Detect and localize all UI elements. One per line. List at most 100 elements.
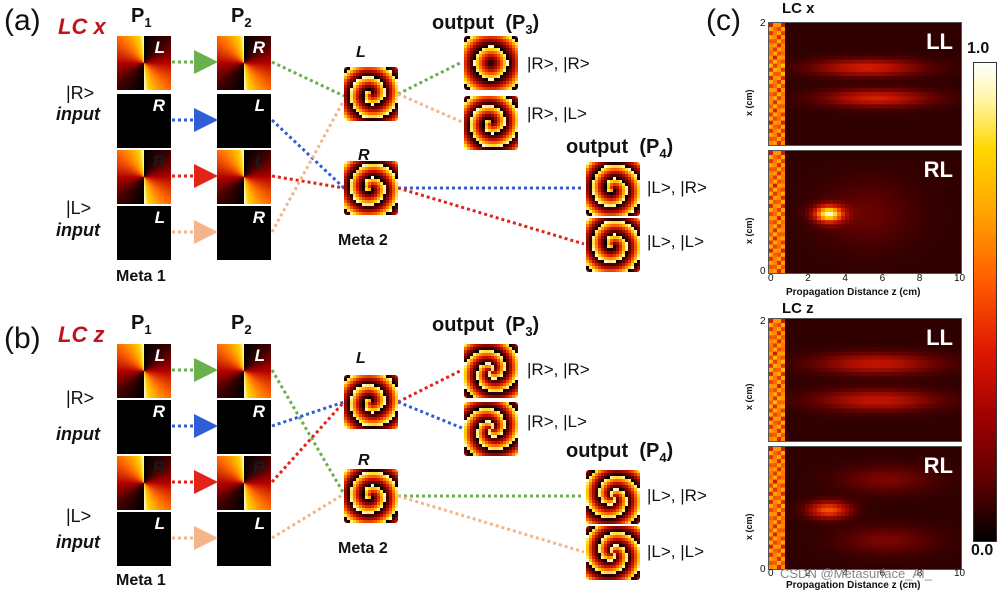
heat-pixel — [889, 120, 894, 126]
spiral-pixel — [494, 417, 498, 421]
spiral-pixel — [619, 213, 623, 216]
heat-pixel — [805, 31, 810, 36]
spiral-pixel — [494, 138, 498, 142]
spiral-pixel — [515, 405, 518, 409]
spiral-pixel — [356, 194, 360, 198]
spiral-pixel — [386, 496, 390, 500]
spiral-pixel — [479, 147, 483, 150]
spiral-pixel — [470, 444, 474, 448]
spiral-pixel — [589, 565, 593, 569]
spiral-pixel — [464, 420, 468, 424]
heat-pixel — [769, 124, 774, 130]
spiral-pixel — [470, 377, 474, 381]
heat-pixel — [893, 31, 898, 36]
spiral-pixel — [512, 81, 516, 85]
spiral-pixel — [586, 500, 590, 504]
spiral-pixel — [598, 509, 602, 513]
spiral-pixel — [359, 167, 363, 171]
spiral-pixel — [622, 544, 626, 548]
spiral-pixel — [616, 183, 620, 187]
heat-pixel — [901, 79, 906, 85]
spiral-pixel — [377, 405, 381, 409]
heat-pixel — [789, 67, 794, 73]
spiral-pixel — [380, 112, 384, 116]
heat-pixel — [813, 84, 818, 89]
heat-pixel — [857, 84, 862, 89]
spiral-pixel — [506, 374, 510, 378]
spiral-pixel — [392, 200, 396, 204]
spiral-pixel — [625, 529, 629, 533]
spiral-pixel — [464, 356, 468, 360]
ket-rr-a: |R>, |R> — [527, 54, 590, 73]
spiral-pixel — [491, 63, 495, 67]
heat-pixel — [861, 27, 866, 32]
spiral-pixel — [395, 185, 398, 189]
spiral-pixel — [637, 174, 640, 178]
spiral-pixel — [512, 356, 516, 360]
spiral-pixel — [479, 362, 483, 366]
spiral-pixel — [497, 389, 501, 393]
spiral-pixel — [479, 48, 483, 52]
spiral-pixel — [515, 386, 518, 390]
line-peach-b-2 — [397, 494, 585, 554]
spiral-pixel — [619, 204, 623, 208]
spiral-pixel — [503, 423, 507, 427]
spiral-pixel — [610, 562, 614, 566]
spiral-pixel — [464, 78, 468, 82]
spiral-pixel — [506, 132, 510, 136]
spiral-pixel — [598, 269, 602, 272]
spiral-pixel — [637, 541, 640, 545]
spiral-pixel — [503, 72, 507, 76]
spiral-pixel — [595, 213, 599, 216]
heat-pixel — [853, 88, 858, 93]
spiral-pixel — [598, 500, 602, 504]
heat-pixel — [833, 124, 838, 130]
spiral-pixel — [494, 105, 498, 109]
spiral-pixel — [613, 213, 617, 216]
heat-pixel — [781, 27, 786, 32]
spiral-pixel — [389, 206, 393, 210]
spiral-pixel — [506, 66, 510, 70]
spiral-pixel — [482, 96, 486, 100]
heat-pixel — [889, 23, 894, 28]
spiral-pixel — [500, 395, 504, 398]
spiral-pixel — [470, 353, 474, 357]
spiral-pixel — [488, 444, 492, 448]
spiral-pixel — [371, 182, 375, 186]
heat-pixel — [837, 84, 842, 89]
spiral-pixel — [601, 553, 605, 557]
spiral-pixel — [386, 206, 390, 210]
spiral-pixel — [625, 506, 629, 510]
heat-pixel — [777, 51, 782, 56]
heat-pixel — [833, 75, 838, 81]
spiral-pixel — [619, 266, 623, 270]
heat-pixel — [773, 92, 778, 97]
spiral-pixel — [473, 45, 477, 49]
spiral-pixel — [491, 51, 495, 55]
spiral-pixel — [359, 164, 363, 168]
spiral-pixel — [604, 503, 608, 507]
spiral-pixel — [616, 476, 620, 480]
heat-pixel — [769, 55, 774, 60]
spiral-pixel — [356, 206, 360, 210]
spiral-pixel — [374, 200, 378, 204]
spiral-pixel — [491, 426, 495, 430]
heat-pixel — [865, 59, 870, 65]
spiral-pixel — [350, 475, 354, 479]
spiral-pixel — [365, 88, 369, 92]
spiral-pixel — [476, 126, 480, 130]
spiral-pixel — [592, 532, 596, 536]
spiral-pixel — [467, 54, 471, 58]
spiral-pixel — [637, 201, 640, 205]
spiral-pixel — [368, 67, 372, 71]
spiral-pixel — [485, 87, 489, 90]
spiral-pixel — [619, 236, 623, 240]
spiral-pixel — [380, 103, 384, 107]
spiral-pixel — [470, 395, 474, 398]
spiral-pixel — [476, 408, 480, 412]
heat-pixel — [773, 108, 778, 113]
spiral-pixel — [631, 488, 635, 492]
spiral-pixel — [377, 67, 381, 71]
heat-pixel — [897, 47, 902, 52]
heat-pixel — [845, 71, 850, 77]
